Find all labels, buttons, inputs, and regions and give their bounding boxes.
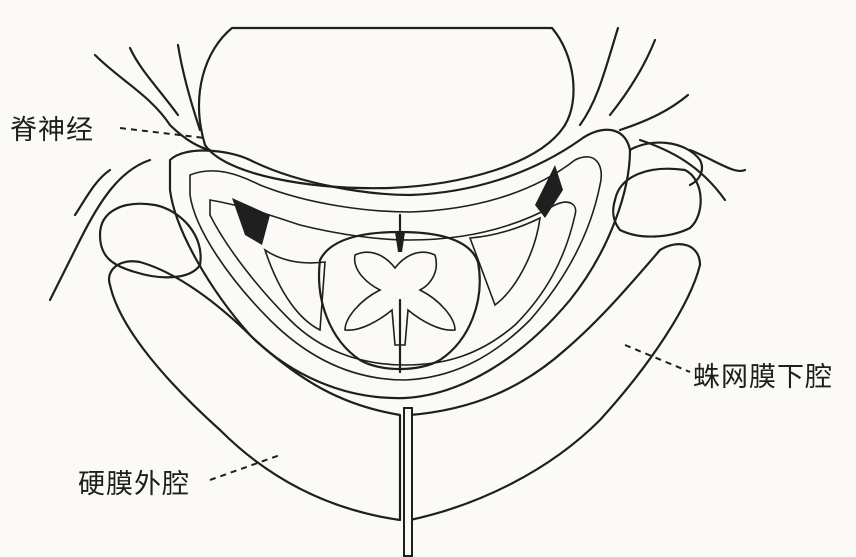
left-nerve-root: [265, 250, 325, 330]
right-nerve-root: [470, 218, 540, 305]
right-facet: [630, 143, 702, 185]
vertebral-body: [199, 28, 573, 188]
left-ganglion: [232, 198, 270, 245]
vertebral-arch-right: [410, 244, 700, 520]
right-ganglion: [535, 165, 563, 218]
epidural-leader: [210, 455, 280, 480]
spinal-nerve-label: 脊神经: [10, 108, 94, 147]
central-canal: [395, 232, 405, 252]
spinal-nerve-right: [580, 28, 745, 200]
subarachnoid-space-label: 蛛网膜下腔: [693, 355, 833, 394]
epidural-space-label: 硬膜外腔: [78, 462, 190, 501]
puncture-needle: [404, 408, 412, 556]
spinal-nerve-leader: [120, 128, 205, 138]
